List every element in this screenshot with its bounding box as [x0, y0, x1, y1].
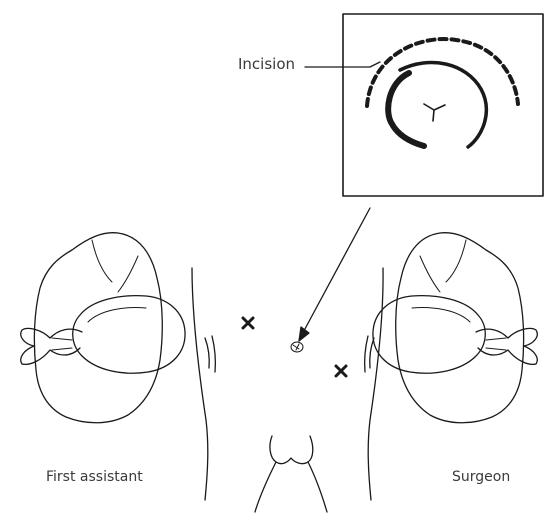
inset-magnified-view: [343, 14, 543, 196]
umbilicus-ring-left: [388, 73, 424, 146]
port-mark-x-icon: [243, 318, 253, 328]
umbilicus-ring-right: [400, 62, 486, 147]
first-assistant-figure: [21, 233, 185, 423]
patient-right-flank: [368, 268, 383, 500]
patient-right-hip: [365, 336, 374, 372]
incision-label: Incision: [238, 55, 295, 73]
patient-left-hip: [205, 336, 215, 372]
first-assistant-label: First assistant: [46, 469, 143, 485]
surgeon-label: Surgeon: [452, 469, 510, 485]
arrow-icon: [299, 208, 370, 341]
port-mark-x-icon: [336, 366, 346, 376]
umbilicus-center: [424, 104, 445, 121]
patient-groin: [270, 436, 313, 464]
patient-body-outline: [192, 268, 383, 512]
patient-left-flank: [192, 268, 208, 500]
surgeon-figure: [373, 233, 537, 423]
umbilicus-icon: [291, 342, 303, 352]
